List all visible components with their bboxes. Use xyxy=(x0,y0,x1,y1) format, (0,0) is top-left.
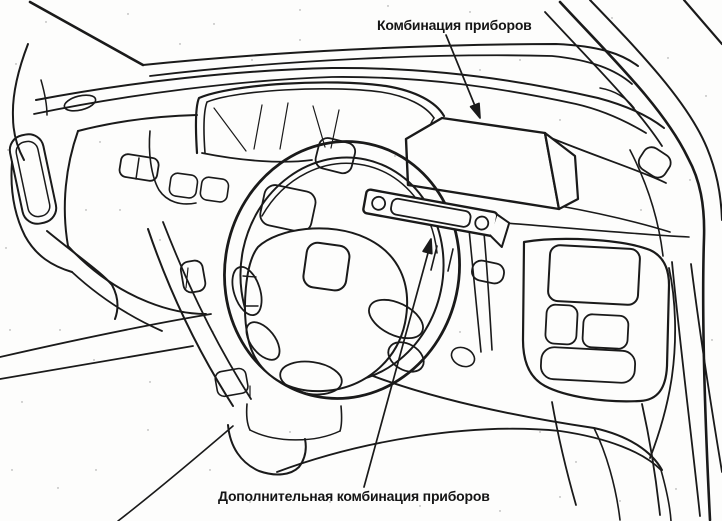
left-panel-side xyxy=(63,130,79,247)
left-panel-top xyxy=(77,114,198,132)
glovebox-latch-divider xyxy=(135,157,140,180)
switch-panel-1 xyxy=(168,172,199,199)
dashboard-left xyxy=(0,94,234,521)
left-window-edge xyxy=(11,43,29,161)
windshield-base-1 xyxy=(142,43,639,67)
steering-wheel-badge xyxy=(302,241,351,292)
right-apillar-mid xyxy=(589,0,722,221)
aux-display-window xyxy=(390,197,472,228)
instrument-hood xyxy=(194,81,446,163)
knee-panel xyxy=(227,424,307,476)
center-console xyxy=(521,237,676,516)
column-right-1 xyxy=(468,228,482,353)
cluster-side-face xyxy=(543,131,580,211)
pedestal-line-2 xyxy=(660,469,672,521)
column-bottom-arc xyxy=(249,429,341,441)
arrow-head-instrument-cluster xyxy=(469,102,481,119)
dashboard-right xyxy=(479,135,690,257)
aux-bracket-line-2 xyxy=(447,248,454,272)
switch-panel-2 xyxy=(199,176,230,203)
cowl-line-1 xyxy=(35,66,665,129)
arrow-head-auxiliary-cluster xyxy=(422,238,433,255)
left-skirt xyxy=(71,271,163,332)
knee-bolster-sweep xyxy=(276,427,662,473)
panel-cutline xyxy=(148,130,197,205)
stalk-detail xyxy=(185,267,189,289)
console-pedestal-left xyxy=(551,401,577,506)
steering-column xyxy=(147,221,493,476)
left-apillar-line xyxy=(28,0,145,67)
left-air-vent-inner xyxy=(15,140,51,218)
dash-bottom-sweep xyxy=(359,370,663,471)
label-auxiliary-cluster: Дополнительная комбинация приборов xyxy=(218,488,490,504)
turn-signal-stalk xyxy=(179,259,207,294)
column-side-left xyxy=(245,403,251,431)
column-right-2 xyxy=(483,232,493,351)
ignition-switch xyxy=(450,346,476,368)
spoke-lines xyxy=(242,275,259,307)
wiper-stalk xyxy=(471,259,505,285)
left-window-edge-inner xyxy=(40,79,48,116)
left-pod-bottom xyxy=(10,161,73,273)
side-vent xyxy=(637,146,672,179)
arrow-line-instrument-cluster xyxy=(445,34,476,107)
through-wheel-details xyxy=(259,137,357,233)
console-audio-opening xyxy=(547,244,641,306)
floor-line xyxy=(117,425,234,521)
knee-pocket xyxy=(214,367,249,398)
auxiliary-cluster-bar xyxy=(362,188,511,285)
console-slot xyxy=(539,346,637,384)
glovebox-latch xyxy=(118,153,160,182)
console-side-3d xyxy=(649,267,676,459)
cowl-line-2 xyxy=(33,76,647,134)
door-armrest xyxy=(46,230,119,320)
column-side-right xyxy=(339,405,343,432)
windshield-and-pillars xyxy=(11,0,722,521)
dash-crease-2 xyxy=(559,205,671,233)
pedestal-line-1 xyxy=(593,427,621,521)
instrument-cluster-box xyxy=(404,116,580,211)
hood-inner xyxy=(203,88,435,154)
console-button-1 xyxy=(544,303,579,346)
left-air-vent xyxy=(8,133,58,225)
column-band-left-1 xyxy=(147,228,234,407)
door-line-1 xyxy=(0,313,212,358)
column-band-left-2 xyxy=(162,221,252,400)
aux-screw-right xyxy=(474,215,490,231)
top-right-diagonal xyxy=(682,0,722,46)
hood-outer xyxy=(194,81,446,155)
left-panel-bottom xyxy=(67,245,207,315)
callout-arrows xyxy=(363,34,481,488)
wheel-rim-outer xyxy=(223,140,461,400)
aux-screw-left xyxy=(371,195,387,211)
console-button-2 xyxy=(581,313,630,350)
airbag-hub-pad xyxy=(244,227,409,393)
aux-bar-end-face xyxy=(489,213,511,249)
door-line-2 xyxy=(0,345,194,380)
console-pedestal-right xyxy=(641,403,661,516)
pillar-corner-arc xyxy=(599,87,635,109)
label-instrument-cluster: Комбинация приборов xyxy=(377,17,532,33)
right-apillar-outer xyxy=(558,0,712,521)
aux-bracket-line-1 xyxy=(430,245,438,271)
pillar-base-line xyxy=(629,149,664,257)
dash-crease-1 xyxy=(545,135,667,184)
hood-sill xyxy=(201,152,313,163)
arrow-line-auxiliary-cluster xyxy=(363,252,429,488)
right-apillar-inner xyxy=(544,11,663,147)
door-edge-2 xyxy=(690,263,722,473)
door-edge-1 xyxy=(671,261,701,517)
cluster-front-face xyxy=(404,116,561,211)
windshield-base-2 xyxy=(149,54,633,85)
defroster-vent xyxy=(63,94,97,112)
console-outline xyxy=(521,237,671,403)
lower-dash xyxy=(276,370,672,521)
spoke-cutouts xyxy=(231,265,425,396)
